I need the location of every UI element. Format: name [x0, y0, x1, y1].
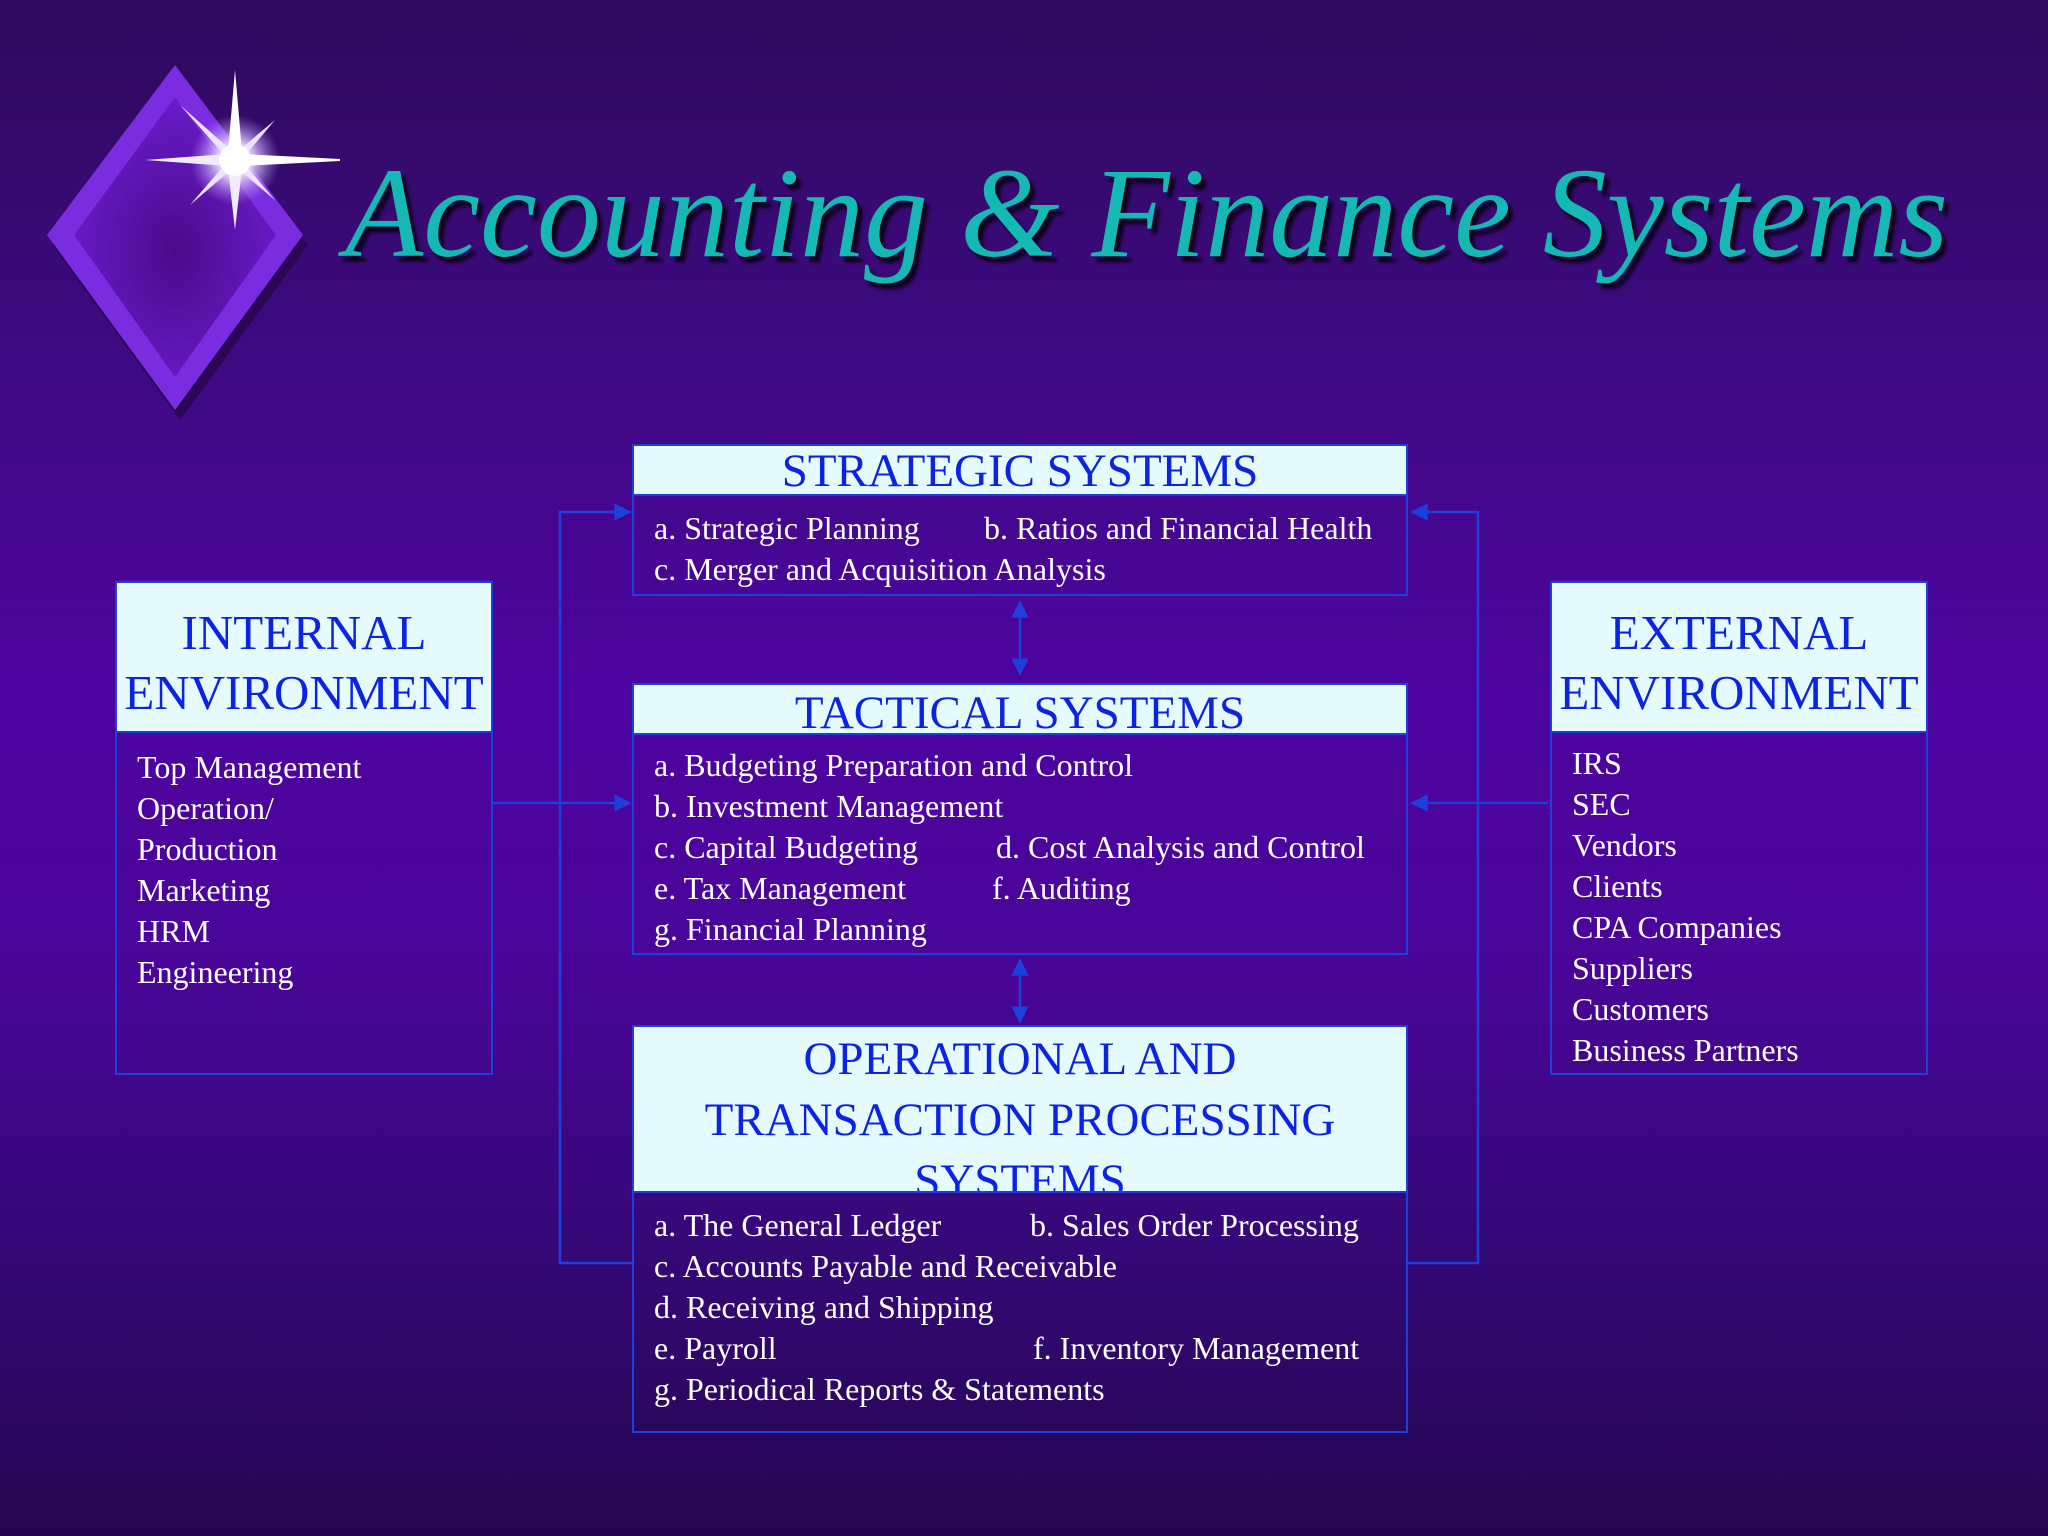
operational-header-line-3: SYSTEMS — [914, 1155, 1126, 1193]
star-icon — [145, 70, 340, 230]
operational-header-line-1: OPERATIONAL AND — [803, 1033, 1237, 1085]
operational-row-1: a. The General Ledger b. Sales Order Pro… — [654, 1205, 1406, 1246]
external-item: IRS — [1572, 745, 1622, 781]
operational-item-g: g. Periodical Reports & Statements — [654, 1371, 1105, 1407]
tactical-item-b: b. Investment Management — [654, 788, 1004, 824]
tactical-row-1: a. Budgeting Preparation and Control — [654, 745, 1406, 786]
right-feedback-arrow — [1408, 503, 1480, 1265]
tactical-item-g: g. Financial Planning — [654, 911, 927, 947]
external-header-line-2: ENVIRONMENT — [1559, 665, 1919, 720]
strategic-item-a: a. Strategic Planning — [654, 510, 920, 546]
operational-item-c: c. Accounts Payable and Receivable — [654, 1248, 1117, 1284]
operational-header: OPERATIONAL AND TRANSACTION PROCESSING S… — [632, 1025, 1408, 1193]
strategic-item-b: b. Ratios and Financial Health — [984, 510, 1373, 546]
operational-item-e: e. Payroll — [654, 1330, 777, 1366]
strategic-header: STRATEGIC SYSTEMS — [632, 444, 1408, 496]
tactical-item-a: a. Budgeting Preparation and Control — [654, 747, 1134, 783]
internal-body: Top Management Operation/ Production Mar… — [115, 731, 493, 1075]
external-item: Clients — [1572, 868, 1663, 904]
external-item: Customers — [1572, 991, 1709, 1027]
external-body: IRS SEC Vendors Clients CPA Companies Su… — [1550, 731, 1928, 1075]
strategic-header-label: STRATEGIC SYSTEMS — [781, 445, 1259, 496]
internal-header-line-2: ENVIRONMENT — [124, 665, 484, 720]
tactical-item-d: d. Cost Analysis and Control — [996, 829, 1365, 865]
operational-header-line-2: TRANSACTION PROCESSING — [704, 1094, 1336, 1146]
operational-item-b: b. Sales Order Processing — [1030, 1207, 1359, 1243]
external-item: Business Partners — [1572, 1032, 1799, 1068]
internal-item: Marketing — [137, 872, 271, 908]
tactical-header-label: TACTICAL SYSTEMS — [794, 687, 1246, 735]
tactical-item-f: f. Auditing — [992, 870, 1131, 906]
strategic-row-1: a. Strategic Planning b. Ratios and Fina… — [654, 508, 1406, 549]
operational-row-5: g. Periodical Reports & Statements — [654, 1369, 1406, 1410]
external-item: Vendors — [1572, 827, 1677, 863]
strategic-body: a. Strategic Planning b. Ratios and Fina… — [632, 494, 1408, 596]
operational-item-d: d. Receiving and Shipping — [654, 1289, 994, 1325]
tactical-row-4: e. Tax Management f. Auditing — [654, 868, 1406, 909]
strategic-item-c: c. Merger and Acquisition Analysis — [654, 551, 1106, 587]
slide-title: Accounting & Finance Systems — [345, 142, 1949, 284]
internal-item: Operation/ — [137, 790, 274, 826]
external-item: Suppliers — [1572, 950, 1693, 986]
operational-row-2: c. Accounts Payable and Receivable — [654, 1246, 1406, 1287]
tactical-row-2: b. Investment Management — [654, 786, 1406, 827]
tactical-row-5: g. Financial Planning — [654, 909, 1406, 950]
operational-body: a. The General Ledger b. Sales Order Pro… — [632, 1191, 1408, 1433]
internal-item: Production — [137, 831, 278, 867]
strategic-row-2: c. Merger and Acquisition Analysis — [654, 549, 1406, 590]
tactical-row-3: c. Capital Budgeting d. Cost Analysis an… — [654, 827, 1406, 868]
operational-item-f: f. Inventory Management — [1033, 1330, 1360, 1366]
tactical-item-e: e. Tax Management — [654, 870, 907, 906]
operational-row-4: e. Payroll f. Inventory Management — [654, 1328, 1406, 1369]
operational-item-a: a. The General Ledger — [654, 1207, 942, 1243]
internal-item: Engineering — [137, 954, 294, 990]
tactical-item-c: c. Capital Budgeting — [654, 829, 918, 865]
operational-row-3: d. Receiving and Shipping — [654, 1287, 1406, 1328]
internal-header-line-1: INTERNAL — [181, 605, 427, 660]
internal-item: Top Management — [137, 749, 362, 785]
diamond-star-logo — [47, 65, 340, 420]
tactical-body: a. Budgeting Preparation and Control b. … — [632, 733, 1408, 955]
external-item: CPA Companies — [1572, 909, 1782, 945]
left-feedback-arrow — [558, 503, 632, 1265]
external-header: EXTERNAL ENVIRONMENT — [1550, 581, 1928, 733]
internal-item: HRM — [137, 913, 210, 949]
external-header-line-1: EXTERNAL — [1609, 605, 1869, 660]
external-item: SEC — [1572, 786, 1631, 822]
tactical-header: TACTICAL SYSTEMS — [632, 683, 1408, 735]
internal-header: INTERNAL ENVIRONMENT — [115, 581, 493, 733]
